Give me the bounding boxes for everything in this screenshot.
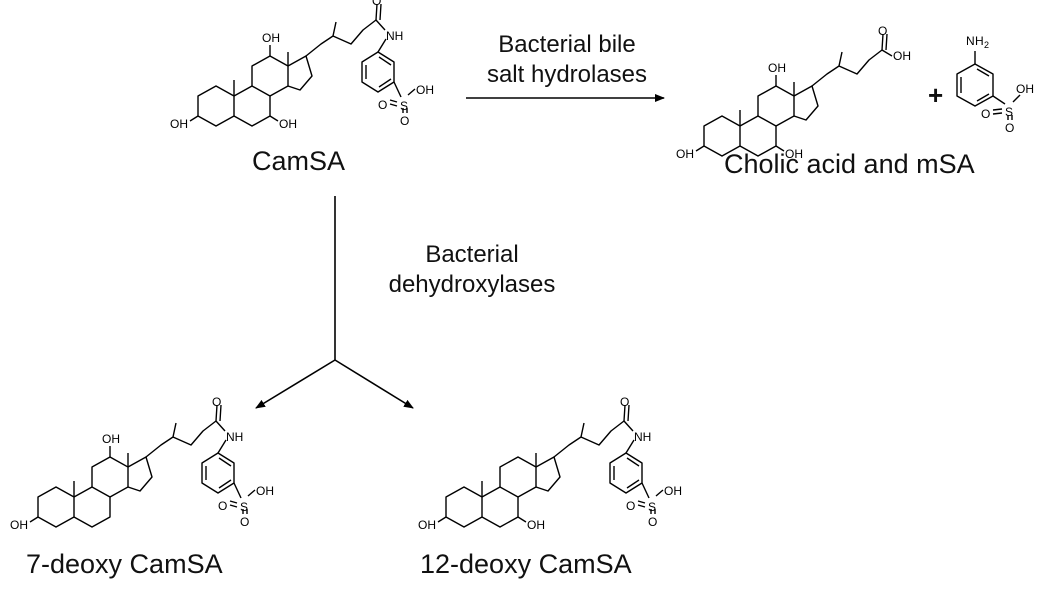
atom-msa-o: O bbox=[981, 107, 990, 121]
arrow-to-12-deoxy bbox=[334, 359, 414, 409]
structure-msa: N H 2 S OH O O bbox=[956, 34, 1034, 135]
atom-acid-o: O bbox=[878, 24, 887, 38]
dehydroxylation-line-2: dehydroxylases bbox=[388, 271, 556, 298]
structure-7-deoxy-camsa bbox=[9, 394, 275, 533]
label-hydrolysis-enzyme: Bacterial bile salt hydrolases bbox=[470, 30, 664, 90]
structure-camsa bbox=[169, 0, 435, 132]
atom-amine-subscript: 2 bbox=[984, 40, 989, 50]
atom-amine-n: N bbox=[966, 34, 975, 48]
label-7-deoxy-camsa: 7-deoxy CamSA bbox=[26, 549, 223, 579]
atom-acid-oh: OH bbox=[893, 49, 911, 63]
atom-msa-oh: OH bbox=[1016, 82, 1034, 96]
hydrolysis-line-1: Bacterial bile bbox=[498, 31, 636, 58]
dehydroxylation-line-1: Bacterial bbox=[425, 241, 519, 268]
label-dehydroxylation-enzyme: Bacterial dehydroxylases bbox=[372, 240, 572, 300]
atom-msa-s: S bbox=[1005, 105, 1013, 119]
hydrolysis-line-2: salt hydrolases bbox=[486, 61, 648, 88]
plus-sign: + bbox=[928, 80, 944, 110]
label-cholic-acid-and-msa: Cholic acid and mSA bbox=[724, 149, 975, 179]
label-camsa: CamSA bbox=[252, 146, 346, 176]
structure-cholic-acid: O OH bbox=[675, 24, 911, 162]
structure-12-deoxy-camsa bbox=[417, 394, 683, 533]
label-12-deoxy-camsa: 12-deoxy CamSA bbox=[420, 549, 632, 579]
arrow-to-7-deoxy bbox=[255, 359, 336, 409]
atom-msa-o: O bbox=[1005, 121, 1014, 135]
atom-amine-h: H bbox=[975, 34, 984, 48]
